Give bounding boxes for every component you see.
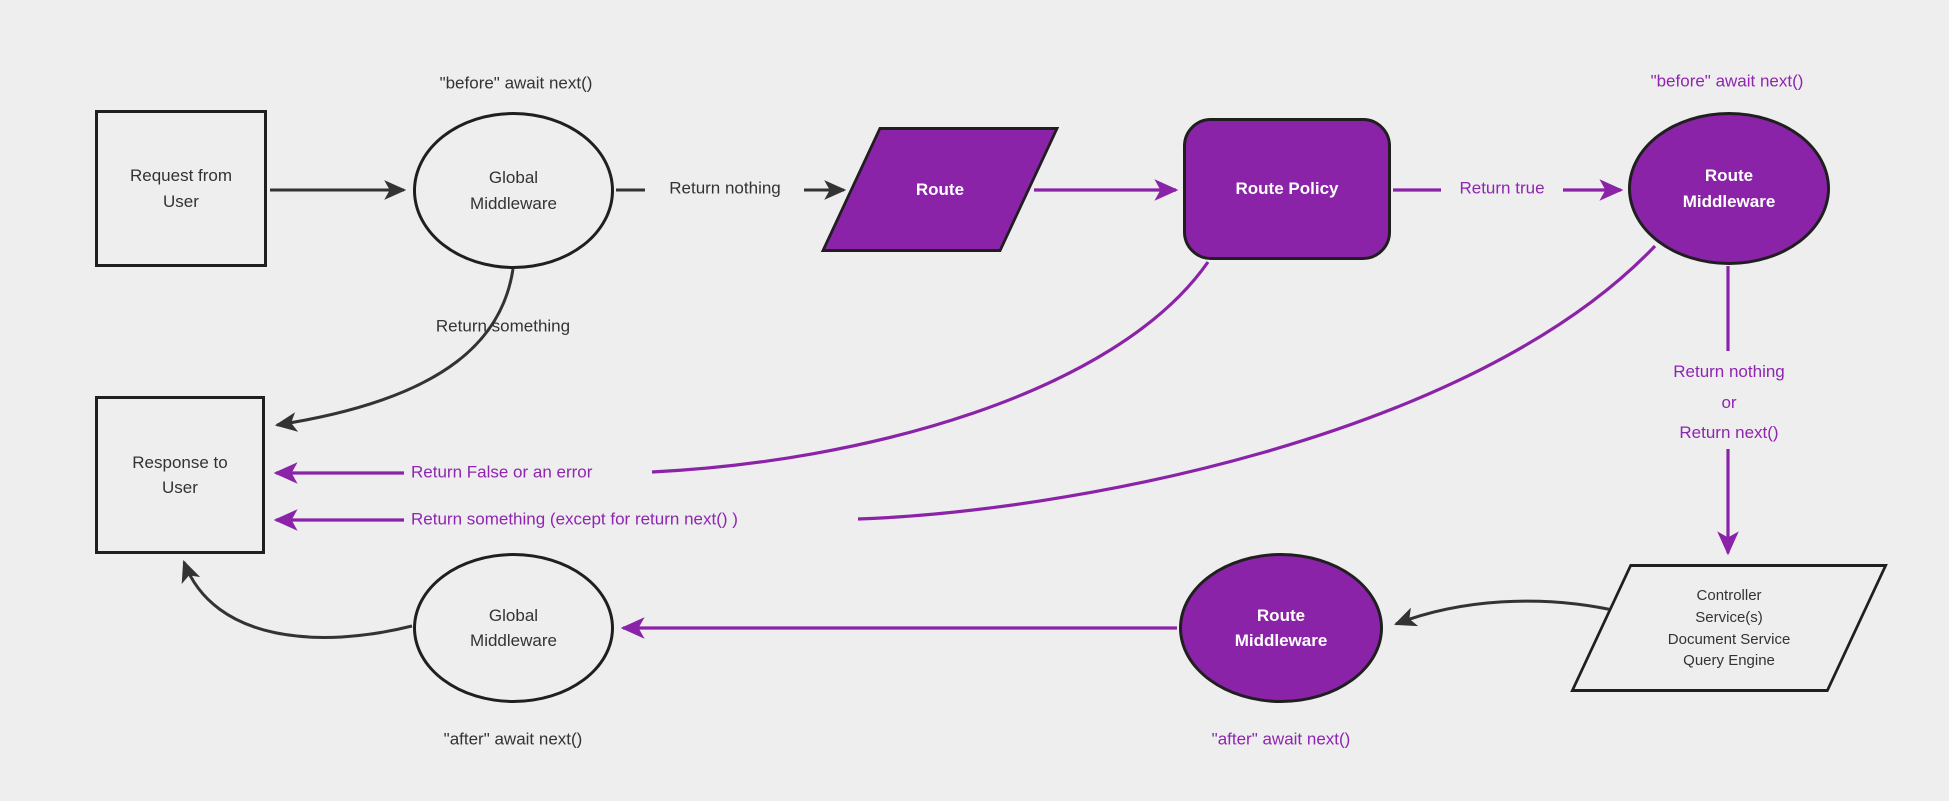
label-after-await-next-global: "after" await next() [443,729,583,749]
label-before-await-next-global: "before" await next() [439,73,593,93]
label-return-nothing: Return nothing [669,178,781,198]
label-after-await-next-route: "after" await next() [1211,729,1351,749]
node-route-middleware-bottom: Route Middleware [1179,553,1383,703]
edge-global-middleware-bottom-to-response [181,559,413,639]
label-return-something: Return something [435,316,571,336]
node-request-from-user: Request from User [95,110,267,267]
label-return-something-except: Return something (except for return next… [411,509,738,529]
label-return-false-or-error: Return False or an error [411,462,593,482]
node-global-middleware-bottom: Global Middleware [413,553,614,703]
node-route-middleware-top: Route Middleware [1628,112,1830,265]
edge-global-middleware-to-response [274,268,515,432]
node-response-to-user: Response to User [95,396,265,554]
label-return-true: Return true [1459,178,1545,198]
label-before-await-next-route: "before" await next() [1650,71,1804,91]
node-global-middleware-top: Global Middleware [413,112,614,269]
node-route-label: Route [915,179,965,199]
edge-route-middleware-return-something-curve [857,244,1657,521]
label-return-nothing-or-next: Return nothing or Return next() [1673,362,1785,443]
edge-route-policy-return-false-curve [651,261,1210,474]
node-controller-label: Controller Service(s) Document Service Q… [1667,586,1791,669]
edge-controller-to-route-middleware-bottom [1393,599,1623,627]
node-route-policy: Route Policy [1183,118,1391,260]
